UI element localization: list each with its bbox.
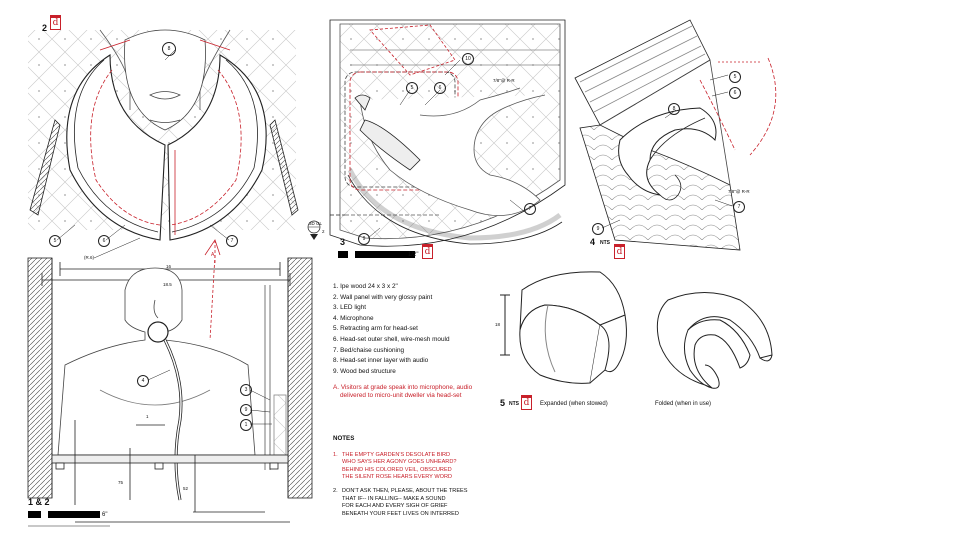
caption-folded: Folded (when in use) (655, 401, 712, 407)
view-4-nts: NTS (600, 240, 610, 246)
section-marker-side: 2 (322, 229, 325, 234)
callout-9: 9 (358, 233, 370, 245)
view-2-label: 2 (42, 23, 48, 33)
legend-item: 2. Wall panel with very glossy paint (333, 293, 433, 301)
legend-item: 4. Microphone (333, 314, 374, 322)
legend: 1. Ipe wood 24 x 3 x 2" 2. Wall panel wi… (333, 282, 503, 402)
callout-9: 9 (592, 223, 604, 235)
note-1-number: 1. (333, 451, 338, 458)
dim-18: 18 (495, 322, 501, 327)
note-2: 2. DON'T ASK THEN, PLEASE, ABOUT THE TRE… (333, 488, 503, 518)
view-3-plan (329, 19, 566, 247)
notes: NOTES 1. THE EMPTY GARDEN'S DESOLATE BIR… (333, 435, 503, 524)
d-badge-icon: d (50, 15, 61, 30)
legend-item: 8. Head-set inner layer with audio (333, 357, 429, 365)
callout-3: 3 (240, 384, 252, 396)
dim-16: 16 (166, 264, 172, 269)
legend-item: 3. LED light (333, 304, 367, 312)
callout-6: 6 (98, 235, 110, 247)
view-3-label: 3 (340, 237, 346, 247)
note-2-number: 2. (333, 487, 338, 494)
note-2-line: THAT IF-- IN FALLING-- MAKE A SOUND (342, 495, 446, 502)
note-1-line: THE EMPTY GARDEN'S DESOLATE BIRD (342, 451, 451, 458)
dim-78-view3: 7/8"@ R-R (493, 78, 515, 83)
d-badge-icon: d (422, 244, 433, 259)
legend-item: 7. Bed/chaise cushioning (333, 346, 405, 354)
view-4-label: 4 (590, 237, 596, 247)
view-3-scale-text: 1/2" (408, 252, 419, 258)
view-5-label: 5 (500, 398, 506, 408)
section-marker (307, 220, 321, 240)
callout-7: 7 (226, 235, 238, 247)
dim-1: 1 (146, 414, 149, 419)
legend-item: 5. Retracting arm for head-set (333, 325, 418, 333)
callout-4: 4 (137, 375, 149, 387)
view-1-2-label: 1 & 2 (28, 497, 50, 507)
view-5-headset-states (500, 271, 773, 389)
callout-7: 7 (733, 201, 745, 213)
callout-6: 6 (434, 82, 446, 94)
legend-item: 6. Head-set outer shell, wire-mesh mould (333, 335, 450, 343)
callout-5: 5 (49, 235, 61, 247)
callout-8: 8 (162, 42, 176, 56)
legend-note-a-line1: A. Visitors at grade speak into micropho… (333, 384, 473, 392)
callout-9: 9 (240, 404, 252, 416)
note-1: 1. THE EMPTY GARDEN'S DESOLATE BIRD WHO … (333, 452, 503, 482)
scale-bar-12a (28, 511, 41, 518)
caption-expanded: Expanded (when stowed) (540, 401, 608, 407)
scale-bar-3b (355, 251, 415, 258)
note-1-line: THE SILENT ROSE HEARS EVERY WORD (342, 474, 453, 481)
legend-item: 9. Wood bed structure (333, 367, 396, 375)
d-badge-icon: d (521, 395, 532, 410)
note-2-line: BENEATH YOUR FEET LIVES ON INTERRED (342, 510, 459, 517)
d-badge-icon: d (614, 244, 625, 259)
view-2-plan (28, 29, 299, 286)
notes-header: NOTES (333, 435, 355, 442)
callout-5: 5 (729, 71, 741, 83)
dim-52: 52 (183, 486, 189, 491)
legend-item: 1. Ipe wood 24 x 3 x 2" (333, 283, 398, 290)
dim-18-5: 18.5 (163, 282, 172, 287)
view-1-2-elevation (27, 254, 313, 523)
dim-78-view4: 7/8"@ R-R (728, 189, 750, 194)
callout-10: 10 (462, 53, 474, 65)
section-marker-top: 3D GL (309, 221, 323, 226)
legend-note-a-line2: delivered to micro-unit dweller via head… (340, 391, 462, 399)
scale-bar-3a (338, 251, 348, 258)
dim-r6: (R.6) (84, 255, 94, 260)
scale-bar-12b (48, 511, 100, 518)
note-1-line: WHO SAYS HER AGONY GOES UNHEARD? (342, 459, 457, 466)
view-1-2-scale-text: 6" (102, 512, 108, 518)
callout-7: 7 (524, 203, 536, 215)
note-1-line: BEHIND HIS COLORED VEIL, OBSCURED (342, 466, 452, 473)
callout-5: 5 (406, 82, 418, 94)
callout-6: 6 (729, 87, 741, 99)
note-2-line: FOR EACH AND EVERY SIGH OF GRIEF (342, 503, 448, 510)
dim-75: 75 (118, 480, 124, 485)
callout-8: 8 (668, 103, 680, 115)
callout-1: 1 (240, 419, 252, 431)
view-4-axon (574, 19, 777, 251)
note-2-line: DON'T ASK THEN, PLEASE, ABOUT THE TREES (342, 487, 468, 494)
callout-a: A (211, 252, 215, 258)
view-5-nts: NTS (509, 401, 519, 407)
